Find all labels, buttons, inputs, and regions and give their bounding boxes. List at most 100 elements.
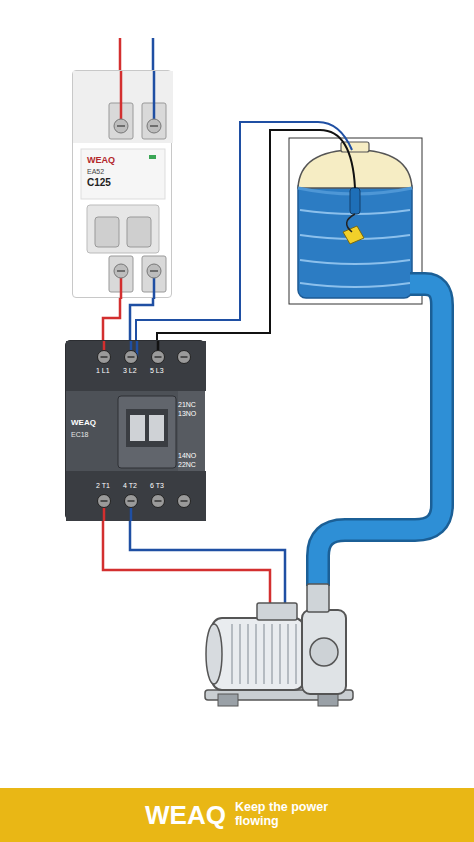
water-pump — [257, 603, 297, 620]
circuit-breaker-body — [153, 71, 156, 126]
contactor-body — [178, 351, 191, 364]
circuit-breaker-body — [73, 71, 173, 143]
motor-fins — [263, 624, 265, 684]
motor-fins — [231, 624, 233, 684]
circuit-breaker: WEAQ EA52C125 — [72, 70, 172, 298]
terminal-label: 21NC — [178, 401, 196, 408]
contactor-body — [155, 500, 162, 502]
contactor-body — [152, 351, 165, 364]
tank-ribs — [300, 283, 410, 287]
supply-wires — [120, 38, 153, 72]
circuit-breaker-body — [150, 125, 158, 127]
contactor-body — [66, 471, 206, 521]
supply-wires — [119, 38, 122, 72]
contactor-body — [101, 356, 108, 358]
current-rating: C125 — [87, 177, 111, 188]
water-pump — [218, 694, 238, 706]
contactor-body — [101, 500, 108, 502]
water-tank — [350, 188, 360, 214]
circuit-breaker-body — [95, 217, 119, 247]
motor-fins — [255, 624, 257, 684]
water-hose — [318, 284, 442, 586]
water-pump — [302, 610, 346, 694]
brand-name: WEAQ — [87, 156, 115, 166]
contactor-body — [128, 500, 135, 502]
water-hose — [318, 284, 442, 586]
brand-logo: WEAQ — [145, 801, 226, 830]
terminal-label: 5 L3 — [150, 367, 164, 374]
water-hose — [318, 284, 442, 586]
motor-wires — [103, 521, 285, 606]
contactor-body — [128, 356, 135, 358]
circuit-breaker-body — [117, 270, 125, 272]
circuit-breaker-body — [114, 119, 128, 133]
terminal-label: 4 T2 — [123, 482, 137, 489]
circuit-breaker-body — [147, 119, 161, 133]
water-pump — [307, 584, 329, 612]
wire-connector — [103, 298, 120, 340]
water-pump — [310, 638, 338, 666]
motor-fins — [247, 624, 249, 684]
motor-fins — [232, 624, 296, 684]
water-pump — [318, 694, 338, 706]
contactor-body — [155, 356, 162, 358]
contactor-body — [152, 495, 165, 508]
motor-wires — [130, 521, 285, 606]
contactor-body — [118, 396, 176, 468]
motor-fins — [271, 624, 273, 684]
circuit-breaker-body — [87, 205, 159, 253]
brand-name: WEAQ — [71, 419, 96, 428]
circuit-breaker-body — [127, 217, 151, 247]
contactor-body — [98, 495, 111, 508]
motor-fins — [279, 624, 281, 684]
water-tank — [347, 214, 355, 232]
contactor-body — [126, 409, 168, 447]
circuit-breaker-body — [120, 71, 123, 126]
contactor-body — [125, 495, 138, 508]
contactor-body — [125, 351, 138, 364]
terminal-label: 2 T1 — [96, 482, 110, 489]
motor-fins — [239, 624, 241, 684]
contactor-body — [66, 341, 206, 391]
motor-wires — [103, 521, 270, 606]
water-pump — [205, 584, 353, 706]
connector-layer — [103, 298, 153, 340]
circuit-breaker-body — [147, 264, 161, 278]
water-pump — [206, 624, 222, 684]
motor-fins — [287, 624, 289, 684]
water-tank — [289, 138, 422, 304]
tank-ribs — [300, 260, 410, 264]
circuit-breaker-body — [114, 264, 128, 278]
wire-connector — [130, 298, 153, 340]
footer-band: WEAQ Keep the power flowing — [0, 788, 474, 842]
circuit-breaker-body — [150, 270, 158, 272]
contactor-body — [130, 415, 145, 441]
terminal-label: 6 T3 — [150, 482, 164, 489]
circuit-breaker-body — [117, 125, 125, 127]
contactor-body — [181, 500, 188, 502]
motor-fins — [295, 624, 297, 684]
terminal-label: 22NC — [178, 461, 196, 468]
circuit-breaker-body — [149, 155, 156, 159]
water-tank — [289, 138, 422, 304]
contactor-body — [98, 351, 111, 364]
terminal-label: 13NO — [178, 410, 196, 417]
model-number: EA52 — [87, 168, 104, 176]
contactor-body — [178, 391, 205, 471]
terminal-label: 1 L1 — [96, 367, 110, 374]
contactor-body — [149, 415, 164, 441]
terminal-label: 14NO — [178, 452, 196, 459]
model-number: EC18 — [71, 431, 89, 439]
circuit-breaker-body — [81, 149, 165, 199]
water-tank — [343, 226, 364, 244]
terminal-label: 3 L2 — [123, 367, 137, 374]
float-switch-wires — [157, 130, 355, 341]
water-tank — [298, 180, 412, 298]
supply-wires — [152, 38, 155, 72]
contactor-body — [178, 495, 191, 508]
water-pump — [212, 618, 304, 690]
slogan: Keep the power flowing — [235, 801, 329, 829]
contactor-body — [181, 356, 188, 358]
tank-ribs — [300, 210, 410, 287]
